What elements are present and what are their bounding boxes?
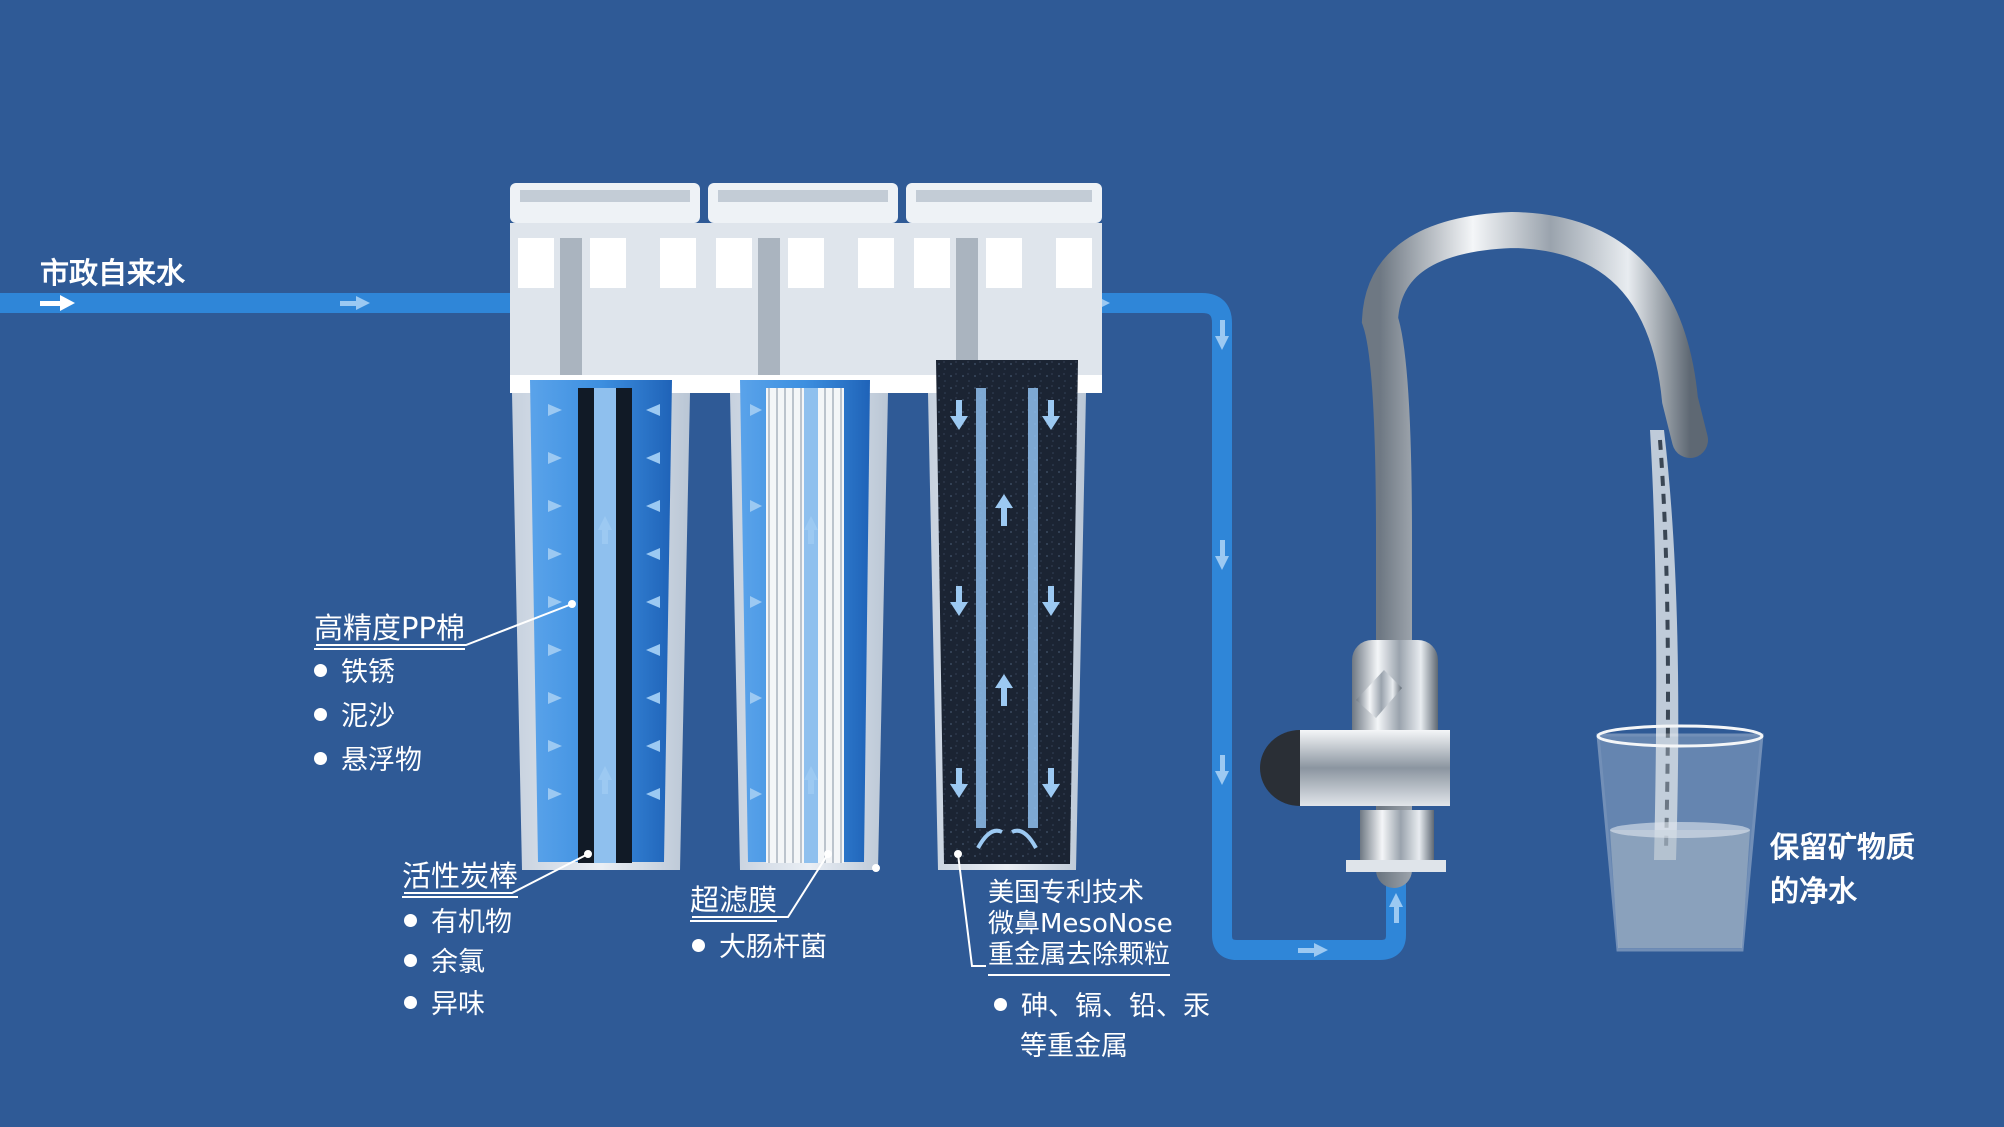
carbon-rod-item: 余氯 (404, 940, 485, 979)
flow-arrow-icon (40, 295, 1403, 957)
carbon-rod-item: 异味 (404, 982, 485, 1021)
water-stream (1650, 430, 1679, 860)
uf-membrane-item: 大肠杆菌 (692, 925, 827, 964)
glass-icon (1596, 724, 1764, 952)
faucet-icon (1260, 211, 1708, 888)
pp-cotton-item: 悬浮物 (314, 738, 422, 777)
leader-lines (316, 600, 986, 967)
pp-cotton-title: 高精度PP棉 (314, 610, 465, 651)
mesonose-title: 美国专利技术 微鼻MesoNose 重金属去除颗粒 (988, 878, 1173, 976)
municipal-water-label: 市政自来水 (40, 256, 186, 290)
carbon-rod-item: 有机物 (404, 900, 512, 939)
pp-cotton-item: 铁锈 (314, 650, 395, 689)
mesonose-item-continued: 等重金属 (1020, 1031, 1128, 1062)
cartridge-uf (730, 380, 888, 870)
water-pipe (0, 293, 1406, 960)
mesonose-item: 砷、镉、铅、汞 (994, 984, 1210, 1023)
pure-water-label: 保留矿物质 的净水 (1770, 830, 1916, 908)
cartridge-mesonose (928, 360, 1086, 870)
pp-cotton-item: 泥沙 (314, 694, 395, 733)
uf-membrane-title: 超滤膜 (690, 882, 778, 923)
carbon-rod-title: 活性炭棒 (402, 858, 519, 899)
cartridge-pp (512, 380, 690, 870)
